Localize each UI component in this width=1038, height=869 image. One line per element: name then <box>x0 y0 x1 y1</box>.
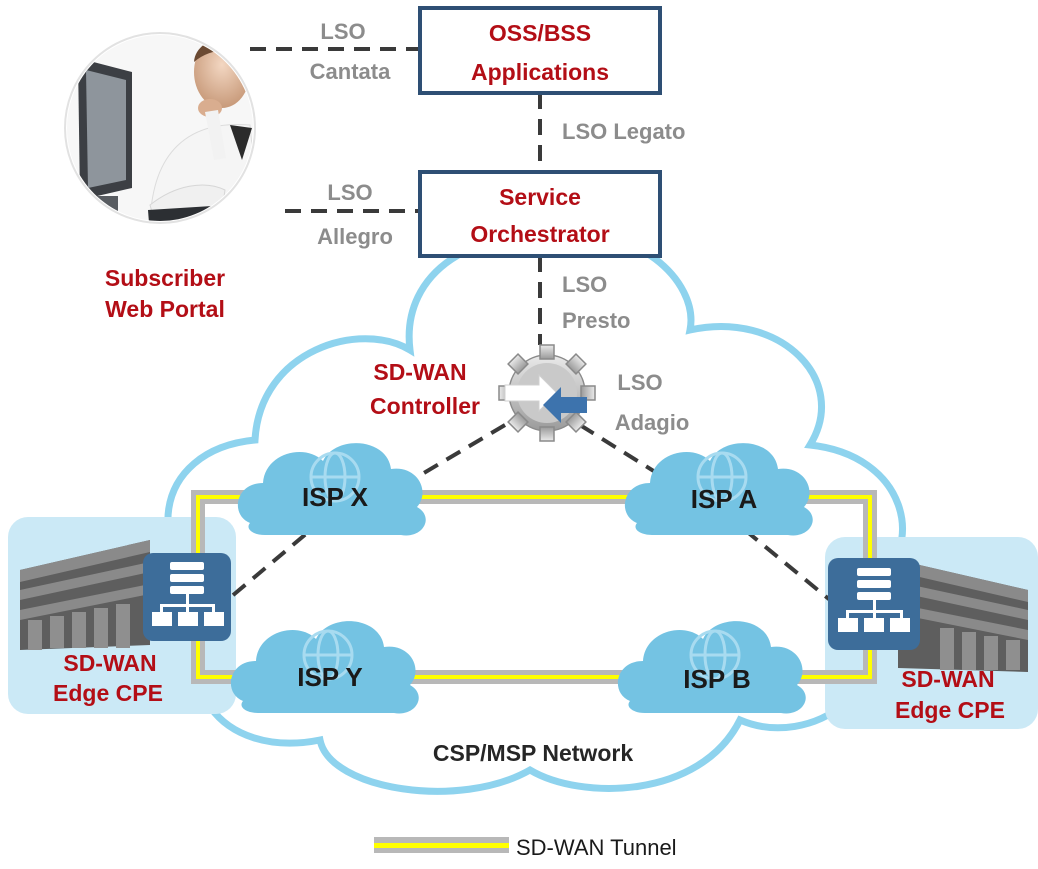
sd-wan-controller-icon[interactable] <box>498 344 596 442</box>
lso-presto-line2: Presto <box>562 308 630 333</box>
controller-line1: SD-WAN <box>373 359 466 385</box>
subscriber-line1: Subscriber <box>105 265 225 291</box>
edge-left-line2: Edge CPE <box>53 680 163 706</box>
oss-bss-line2: Applications <box>471 59 609 85</box>
right-router-icon[interactable] <box>828 558 920 650</box>
isp-a-label: ISP A <box>691 484 758 514</box>
lso-allegro-line1: LSO <box>327 180 372 205</box>
isp-b-label: ISP B <box>683 664 750 694</box>
isp-y-cloud[interactable] <box>230 621 419 714</box>
network-label: CSP/MSP Network <box>433 740 633 766</box>
orchestrator-line1: Service <box>499 184 581 210</box>
link-ispx-leftcpe <box>230 516 327 598</box>
lso-legato: LSO Legato <box>562 119 685 144</box>
lso-allegro-line2: Allegro <box>317 224 393 249</box>
lso-cantata-line2: Cantata <box>310 59 391 84</box>
lso-adagio-line2: Adagio <box>615 410 690 435</box>
subscriber-line2: Web Portal <box>105 296 225 322</box>
left-building-icon <box>20 540 150 650</box>
isp-y-globe-icon <box>302 629 354 681</box>
isp-y-label: ISP Y <box>297 662 363 692</box>
lso-cantata-line1: LSO <box>320 19 365 44</box>
legend: SD-WAN Tunnel <box>374 835 677 860</box>
oss-bss-line1: OSS/BSS <box>489 20 591 46</box>
tunnel-top-yellow <box>196 495 872 582</box>
isp-x-cloud[interactable] <box>237 443 426 536</box>
controller-arrow-out-icon <box>543 387 587 423</box>
legend-tunnel-swatch-yellow <box>374 843 509 848</box>
isp-a-cloud[interactable] <box>624 443 813 536</box>
isp-x-globe-icon <box>309 451 361 503</box>
legend-tunnel-label: SD-WAN Tunnel <box>516 835 677 860</box>
link-controller-ispx <box>410 423 507 482</box>
lso-adagio-line1: LSO <box>617 370 662 395</box>
link-controller-ispa <box>578 423 662 477</box>
controller-line2: Controller <box>370 393 480 419</box>
orchestrator-line2: Orchestrator <box>470 221 609 247</box>
oss-bss-box[interactable] <box>418 6 662 95</box>
isp-a-globe-icon <box>696 451 748 503</box>
service-orchestrator-box[interactable] <box>418 170 662 258</box>
lso-presto-line1: LSO <box>562 272 607 297</box>
isp-b-cloud[interactable] <box>617 621 806 714</box>
edge-right-line2: Edge CPE <box>895 697 1005 723</box>
left-router-icon[interactable] <box>143 553 231 641</box>
isp-b-globe-icon <box>689 629 741 681</box>
right-building-icon <box>898 560 1028 672</box>
dashed-links <box>230 47 832 602</box>
link-ispa-rightcpe <box>743 528 832 602</box>
edge-left-line1: SD-WAN <box>63 650 156 676</box>
subscriber-photo <box>64 32 256 224</box>
isp-x-label: ISP X <box>302 482 369 512</box>
edge-right-line1: SD-WAN <box>901 666 994 692</box>
